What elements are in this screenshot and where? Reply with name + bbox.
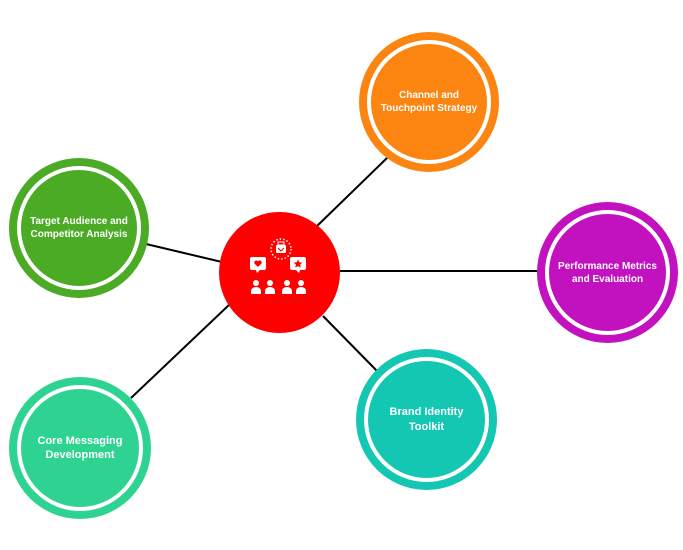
connector-brand [322,315,379,373]
connector-messaging [130,303,231,399]
node-target-ring: Target Audience and Competitor Analysis [17,166,141,290]
node-messaging-label: Core Messaging Development [37,434,123,461]
node-target-label: Target Audience and Competitor Analysis [30,216,128,240]
node-brand-label: Brand Identity Toolkit [389,406,464,433]
connector-target [145,243,223,263]
node-channel-strategy: Channel and Touchpoint Strategy [359,32,499,172]
connector-channel [315,156,389,228]
node-performance-ring: Performance Metrics and Evaluation [545,210,670,335]
node-performance-metrics: Performance Metrics and Evaluation [537,202,678,343]
node-target-audience: Target Audience and Competitor Analysis [9,158,149,298]
node-core-messaging: Core Messaging Development [9,377,151,519]
node-brand-identity: Brand Identity Toolkit [356,349,497,490]
node-brand-ring: Brand Identity Toolkit [364,357,489,482]
node-channel-label: Channel and Touchpoint Strategy [380,90,478,114]
node-messaging-ring: Core Messaging Development [17,385,143,511]
node-performance-label: Performance Metrics and Evaluation [558,260,657,285]
hub-circle [219,212,340,333]
team-feedback-icon [219,212,340,333]
node-channel-ring: Channel and Touchpoint Strategy [367,40,491,164]
